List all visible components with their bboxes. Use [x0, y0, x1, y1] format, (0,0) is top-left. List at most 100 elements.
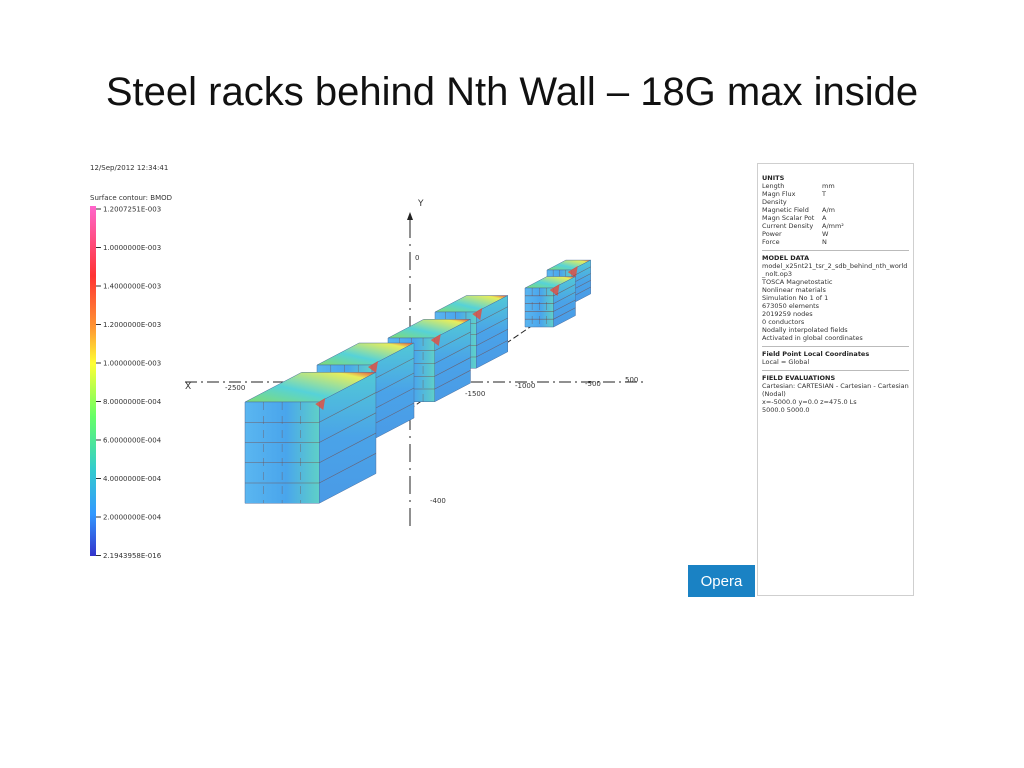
cube-hot-spot [472, 308, 483, 320]
cube-grid-line [319, 453, 377, 484]
units-row: Magnetic Field A/m [762, 206, 909, 214]
y-axis-label: Y [417, 199, 424, 209]
divider [762, 370, 909, 371]
model-data-line: 673050 elements [762, 302, 820, 310]
units-value: mm [822, 182, 835, 190]
units-title: UNITS [762, 174, 785, 182]
units-row: Force N [762, 238, 909, 246]
units-value: A/mm² [822, 222, 844, 230]
cube-grid-line [434, 331, 471, 352]
units-row: Length mm [762, 182, 909, 190]
cube-side-face [319, 371, 377, 504]
legend-tick-label: 1.0000000E-003 [103, 244, 161, 252]
cube-hot-spot [549, 284, 560, 296]
units-row: Magn Scalar Pot A [762, 214, 909, 222]
cube-hot-spot [315, 398, 326, 410]
legend-tick-label: 2.1943958E-016 [103, 552, 162, 560]
axis-tick-label: -500 [585, 380, 601, 388]
legend-tick-label: 1.2007251E-003 [103, 206, 161, 214]
units-value: T [822, 190, 826, 198]
slide-title: Steel racks behind Nth Wall – 18G max in… [105, 70, 919, 114]
cube-grid-line [434, 370, 471, 390]
model-data-line: 0 conductors [762, 318, 805, 326]
model-data-title: MODEL DATA [762, 254, 810, 262]
units-row: Power W [762, 230, 909, 238]
cube-grid-line [434, 357, 471, 377]
cube-grid-line [371, 402, 415, 426]
cube-grid-line [371, 357, 415, 381]
axis-tick-label: 0 [415, 254, 419, 262]
steel-rack-cube [524, 276, 576, 328]
field-eval-line: 5000.0 5000.0 [762, 406, 810, 414]
legend-ticks: 1.2007251E-003 1.0000000E-003 1.4000000E-0… [96, 206, 162, 560]
cube-grid-line [371, 387, 415, 411]
cube-side-face [476, 295, 508, 369]
axis-tick-label: 500 [625, 376, 638, 384]
model-data-line: Simulation No 1 of 1 [762, 294, 829, 302]
field-eval-line: Cartesian: CARTESIAN - Cartesian - Carte… [762, 382, 909, 390]
cube-grid-line [476, 328, 508, 347]
model-data-line: Nonlinear materials [762, 286, 826, 294]
plot-timestamp: 12/Sep/2012 12:34:41 [90, 164, 168, 172]
divider [762, 346, 909, 347]
cube-grid-line [476, 340, 508, 358]
units-key: Magn Scalar Pot [762, 214, 815, 222]
units-row: Magn Flux Density T [762, 190, 909, 206]
cube-grid-line [553, 291, 576, 304]
model-data-line: 2019259 nodes [762, 310, 813, 318]
plot-canvas: 12/Sep/2012 12:34:41 Surface contour: BM… [90, 164, 645, 560]
cube-grid-line [553, 299, 576, 312]
cube-grid-line [434, 344, 471, 364]
legend-tick-label: 6.0000000E-004 [103, 437, 162, 445]
units-key: Magnetic Field [762, 206, 809, 214]
cube-grid-line [371, 372, 415, 396]
cube-side-face [434, 318, 471, 403]
model-data-line: model_x25nt21_tsr_2_sdb_behind_nth_world [762, 262, 908, 270]
cube-grid-line [553, 284, 576, 297]
units-value: A [822, 214, 827, 222]
cube-side-face [553, 276, 576, 328]
units-key: Length [762, 182, 785, 190]
cube-grid-line [319, 412, 377, 443]
units-key: Magn Flux Density [762, 190, 796, 206]
field-point-title: Field Point Local Coordinates [762, 350, 870, 358]
legend-color-bar [90, 206, 96, 556]
units-key: Force [762, 238, 780, 246]
legend-tick-label: 1.0000000E-003 [103, 360, 161, 368]
legend-tick-label: 1.4000000E-003 [103, 283, 161, 291]
cube-grid-line [571, 266, 591, 278]
field-point-line: Local = Global [762, 358, 810, 366]
units-value: A/m [822, 206, 835, 214]
opera-field-plot: 12/Sep/2012 12:34:41 Surface contour: BM… [85, 160, 755, 560]
divider [762, 250, 909, 251]
axis-tick-label: -1000 [515, 382, 535, 390]
model-data-line: _nolt.op3 [762, 270, 793, 278]
axis-tick-label: -2500 [225, 384, 245, 392]
cube-hot-spot [430, 334, 441, 346]
units-value: W [822, 230, 829, 238]
cube-grid-line [553, 307, 576, 320]
units-key: Current Density [762, 222, 814, 230]
y-axis-arrow [407, 212, 413, 220]
field-eval-line: x=-5000.0 y=0.0 z=475.0 Ls [762, 398, 857, 406]
model-data-line: TOSCA Magnetostatic [762, 278, 833, 286]
cube-grid-line [319, 432, 377, 464]
units-value: N [822, 238, 827, 246]
cube-grid-line [319, 392, 377, 423]
legend-tick-label: 1.2000000E-003 [103, 321, 161, 329]
opera-logo-badge: Opera [688, 565, 755, 597]
cube-grid-line [476, 306, 508, 324]
steel-racks [244, 259, 591, 504]
model-data-line: Nodally interpolated fields [762, 326, 848, 334]
legend-tick-label: 2.0000000E-004 [103, 514, 162, 522]
axis-tick-label: -400 [430, 497, 446, 505]
field-eval-title: FIELD EVALUATIONS [762, 374, 836, 382]
axis-tick-label: -1500 [465, 390, 485, 398]
units-key: Power [762, 230, 782, 238]
legend-tick-label: 4.0000000E-004 [103, 475, 162, 483]
x-axis-label: X [185, 382, 191, 392]
field-eval-list: Cartesian: CARTESIAN - Cartesian - Carte… [762, 382, 909, 414]
field-eval-line: (Nodal) [762, 390, 786, 398]
